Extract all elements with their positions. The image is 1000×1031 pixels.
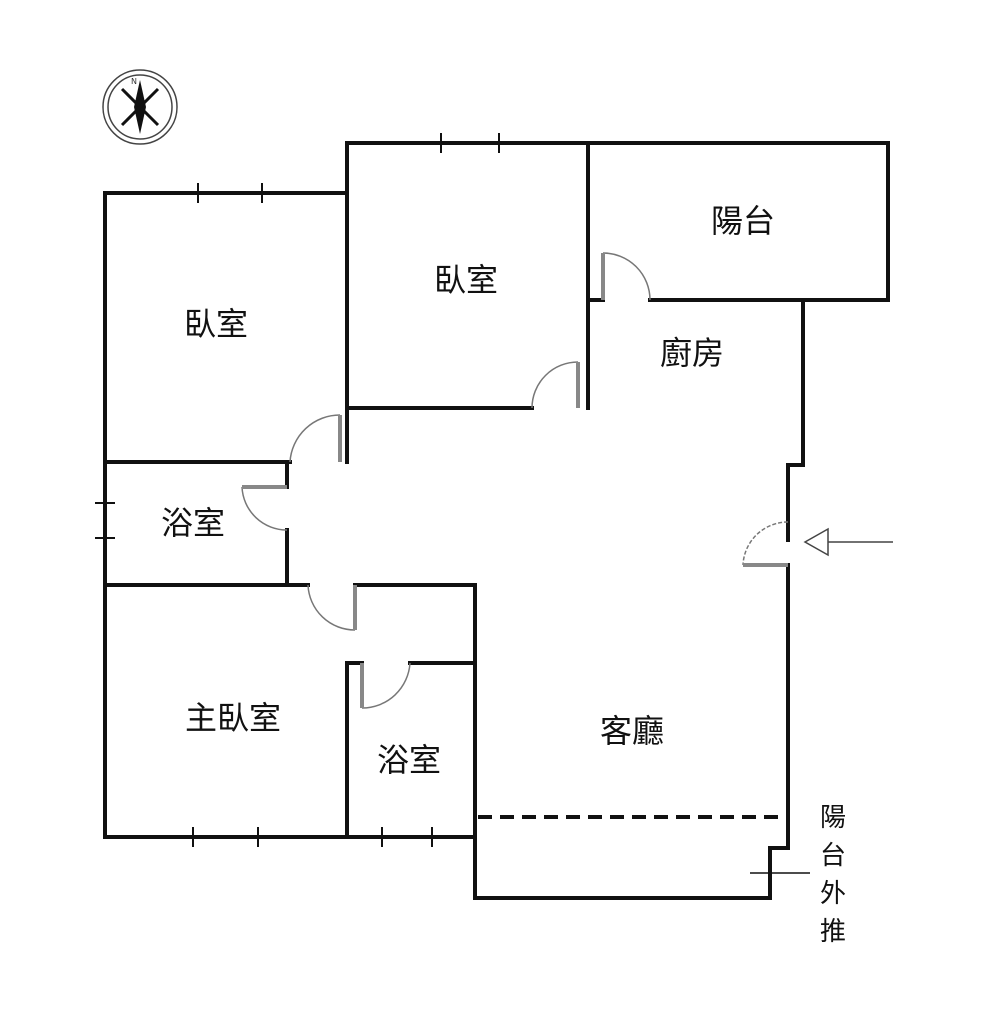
annotation-char: 台 <box>820 841 846 871</box>
entrance-arrow-icon <box>803 527 893 557</box>
walls <box>103 141 890 900</box>
doors <box>241 252 789 709</box>
windows <box>95 133 500 847</box>
room-label-bathroom-master: 浴室 <box>377 741 441 779</box>
room-label-bedroom-top: 臥室 <box>434 261 498 299</box>
room-label-kitchen: 廚房 <box>660 334 724 372</box>
annotation-char: 外 <box>820 879 846 909</box>
room-label-balcony: 陽台 <box>711 202 775 240</box>
compass-icon: N <box>102 69 178 145</box>
room-label-master-bedroom: 主臥室 <box>185 699 281 737</box>
balcony-extension-label: 陽 台 外 推 <box>820 803 846 947</box>
compass-north-label: N <box>131 77 137 86</box>
room-label-living-room: 客廳 <box>600 712 664 750</box>
annotation-char: 推 <box>820 917 846 947</box>
annotation-char: 陽 <box>820 803 846 833</box>
room-label-bedroom-left: 臥室 <box>184 305 248 343</box>
room-label-bathroom-left: 浴室 <box>161 504 225 542</box>
